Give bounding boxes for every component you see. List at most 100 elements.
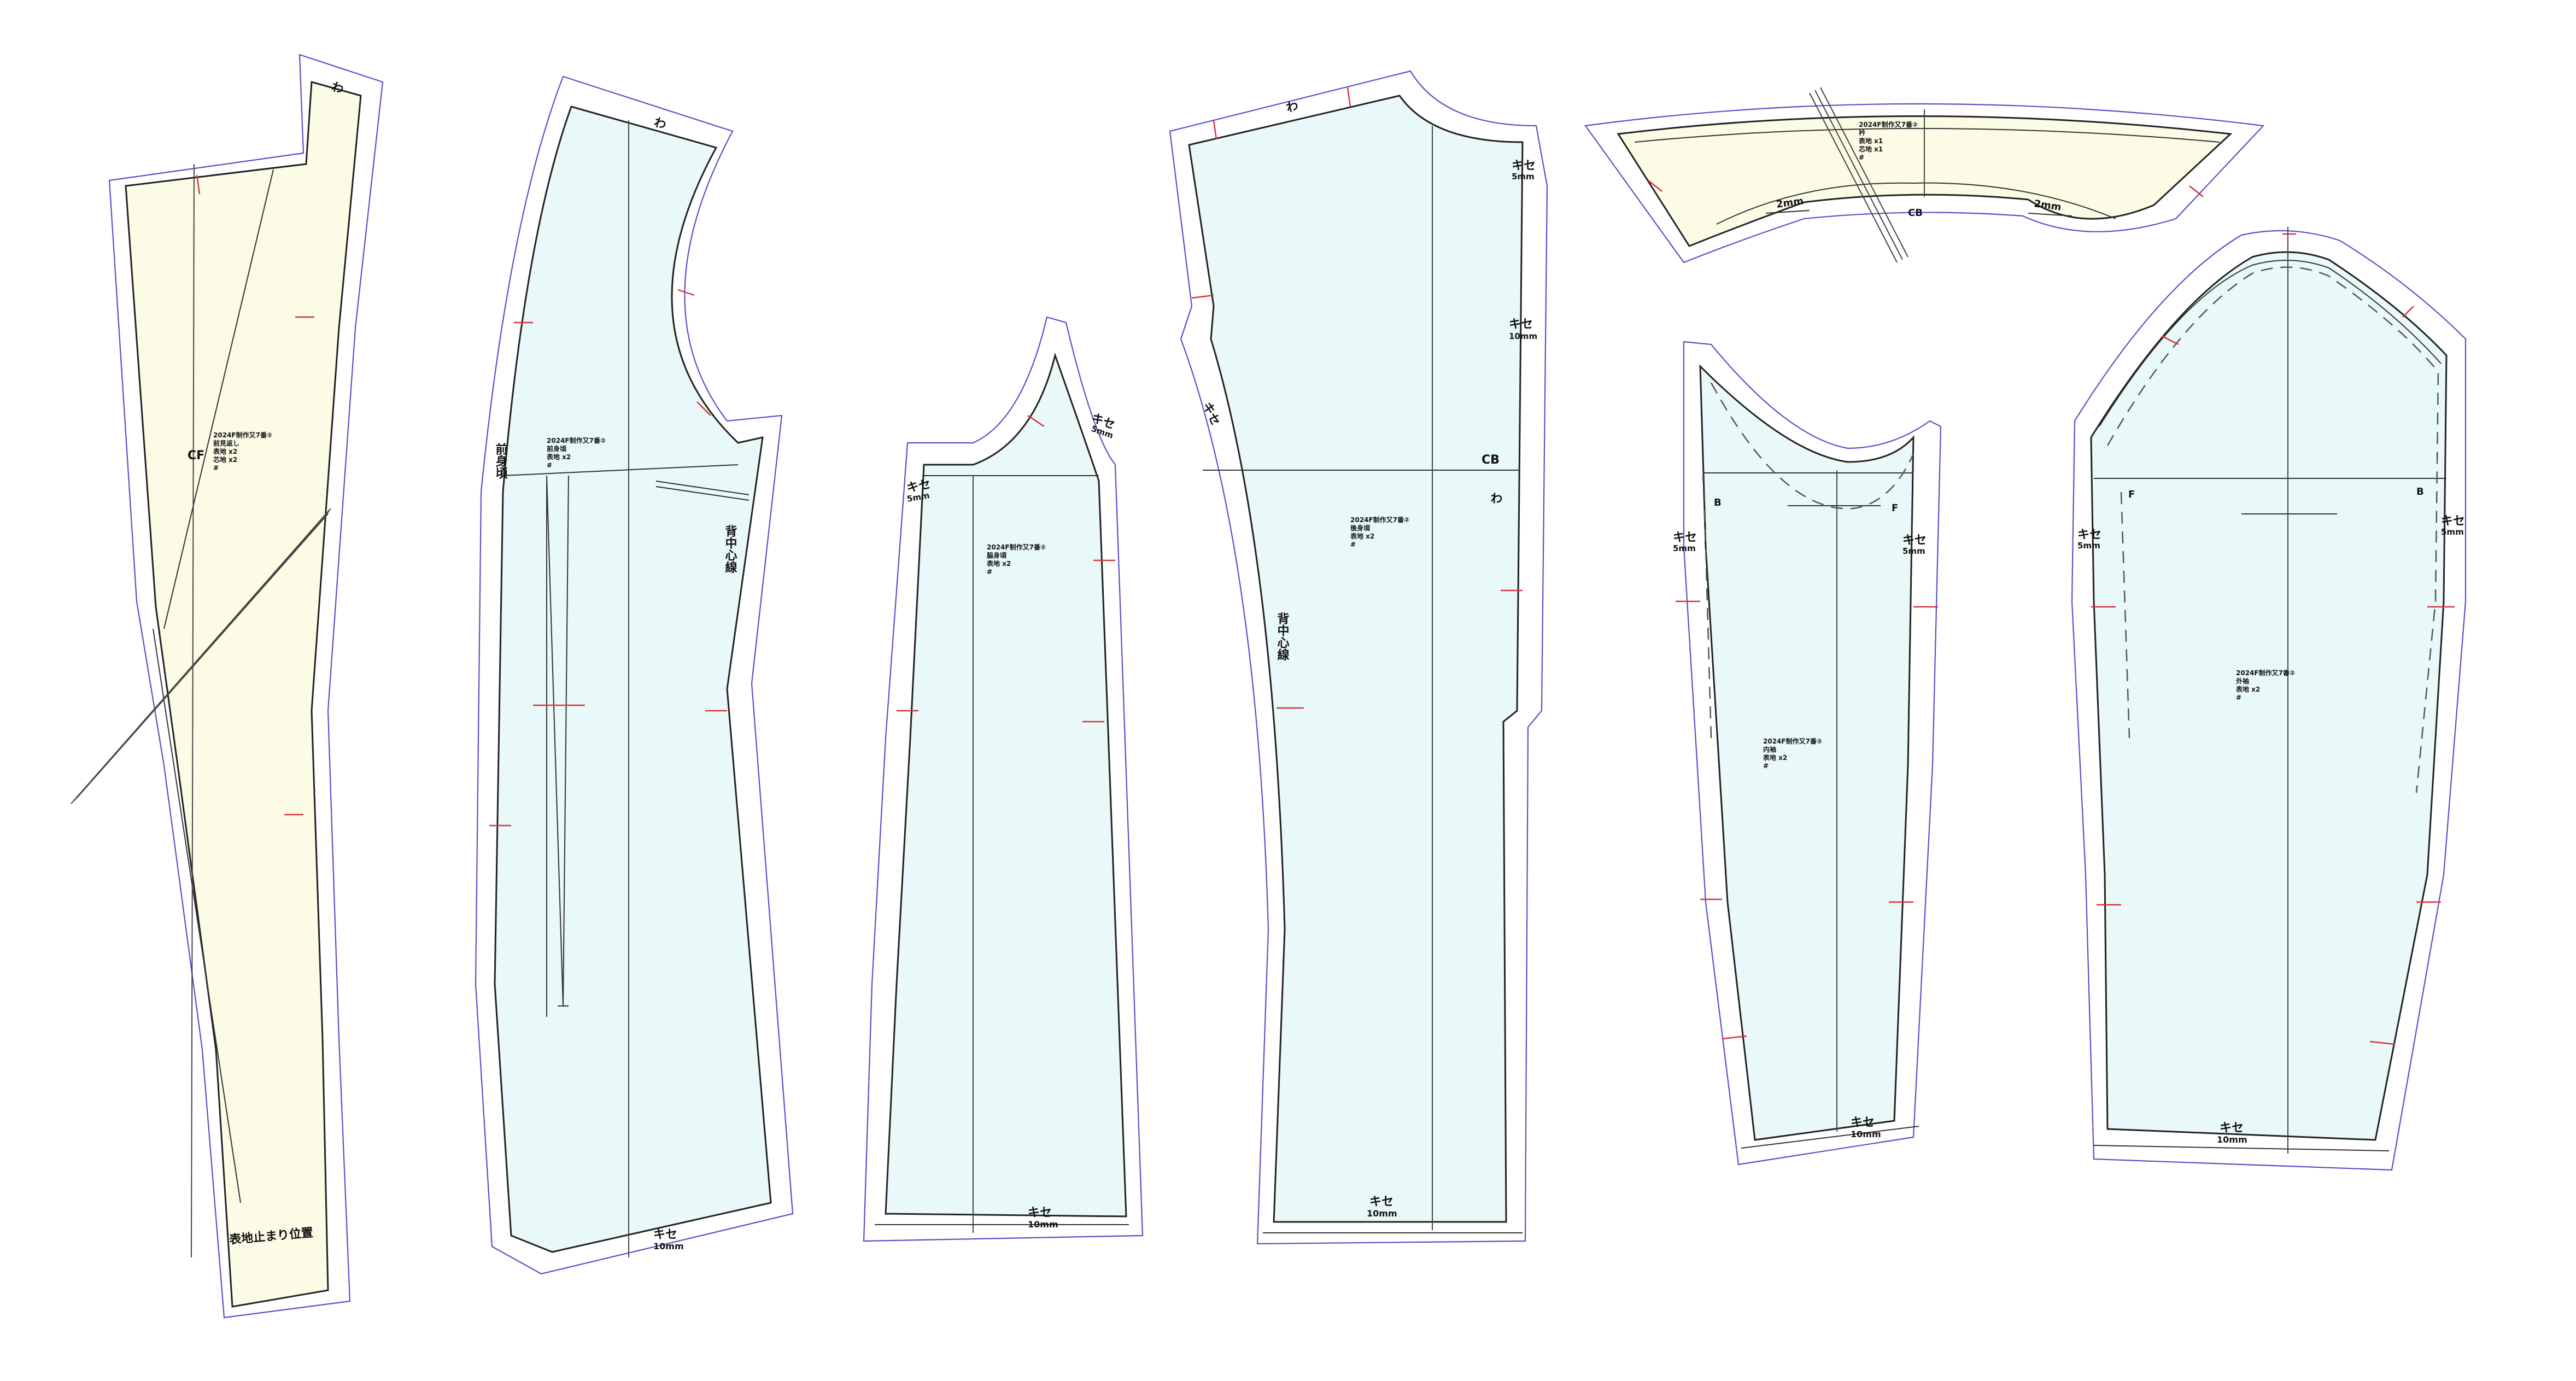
- back-body-body: [1188, 95, 1524, 1223]
- svg-text:前見返し: 前見返し: [213, 439, 239, 447]
- front-body-pocket-line: [655, 486, 750, 501]
- back-body-seam-allowance: [1169, 70, 1548, 1245]
- back-body-notch: [1213, 120, 1217, 140]
- collar-info: 2024F制作又7番② 衿 表地 x1 芯地 x1 #: [1858, 120, 1918, 161]
- back-body-kise-top: キセ: [1512, 159, 1536, 173]
- top-sleeve-notch: [2369, 1040, 2395, 1045]
- back-body-kise-hem: キセ: [1369, 1195, 1394, 1209]
- front-facing-info: 2024F制作又7番② 前見返し 表地 x2 芯地 x2 #: [213, 431, 272, 472]
- top-sleeve-hem-line: [2093, 1145, 2390, 1151]
- top-sleeve-kise-left-5mm: 5mm: [2077, 541, 2100, 551]
- top-sleeve-f-label: F: [2128, 489, 2135, 500]
- front-body-kise: キセ: [653, 1228, 677, 1242]
- svg-text:芯地 x2: 芯地 x2: [213, 455, 237, 464]
- back-body-piece: わ CB わ 背中心線 キセ 5mm キセ 10mm キセ キセ 10mm 20…: [1169, 70, 1548, 1245]
- svg-text:#: #: [547, 461, 552, 469]
- under-sleeve-f-label: F: [1892, 502, 1898, 514]
- back-body-notch: [1191, 294, 1214, 299]
- side-body-info: 2024F制作又7番② 脇身頃 表地 x2 #: [986, 543, 1046, 576]
- svg-text:外袖: 外袖: [2236, 677, 2249, 685]
- svg-text:2024F制作又7番②: 2024F制作又7番②: [2236, 669, 2295, 677]
- svg-text:表地 x2: 表地 x2: [1763, 753, 1787, 762]
- side-body-piece: キセ 5mm キセ 5mm キセ 10mm 2024F制作又7番② 脇身頃 表地…: [863, 316, 1144, 1242]
- under-sleeve-kise-right-5mm: 5mm: [1902, 546, 1925, 556]
- collar-bias-line-3: [1820, 87, 1908, 258]
- top-sleeve-b-label: B: [2416, 486, 2424, 498]
- front-facing-piece: わ CF 表地止まり位置 2024F制作又7番② 前見返し 表地 x2 芯地 x…: [71, 54, 384, 1319]
- top-sleeve-kise-right-5mm: 5mm: [2441, 527, 2464, 537]
- side-body-notch: [1027, 414, 1045, 428]
- svg-text:#: #: [1859, 154, 1864, 161]
- back-body-kise-side-10mm: 10mm: [1509, 331, 1537, 341]
- under-sleeve-b-label: B: [1714, 497, 1722, 508]
- collar-fold-line: [1716, 182, 2116, 225]
- svg-text:2024F制作又7番②: 2024F制作又7番②: [1859, 120, 1918, 128]
- back-body-kise-hem-10mm: 10mm: [1367, 1208, 1397, 1219]
- top-sleeve-kise-hem: キセ: [2220, 1121, 2244, 1135]
- top-sleeve-kise-right: キセ: [2441, 514, 2465, 528]
- under-sleeve-dashed-side: [1702, 475, 1712, 739]
- side-body-kise-hem-10mm: 10mm: [1028, 1219, 1058, 1230]
- front-body-body: [494, 106, 772, 1253]
- top-sleeve-kise-hem-10mm: 10mm: [2217, 1134, 2247, 1145]
- collar-notch: [2189, 185, 2204, 197]
- svg-text:芯地 x1: 芯地 x1: [1859, 145, 1883, 153]
- svg-text:#: #: [1350, 541, 1356, 548]
- back-body-kise-left: キセ: [1200, 400, 1222, 428]
- back-body-cb-label: CB: [1482, 453, 1500, 467]
- back-body-notch: [1346, 87, 1351, 107]
- svg-text:表地 x2: 表地 x2: [1350, 532, 1374, 540]
- svg-text:2024F制作又7番②: 2024F制作又7番②: [1350, 516, 1409, 524]
- front-facing-grainline: [191, 163, 195, 1258]
- top-sleeve-dashed-side: [2120, 491, 2130, 739]
- under-sleeve-dashed-curve: [1710, 382, 1915, 510]
- under-sleeve-kise-left: キセ: [1673, 531, 1697, 545]
- svg-text:2024F制作又7番②: 2024F制作又7番②: [1763, 737, 1822, 745]
- top-sleeve-notch: [2402, 306, 2414, 318]
- front-facing-body: [125, 81, 362, 1308]
- back-body-kise-top-5mm: 5mm: [1512, 172, 1535, 182]
- back-body-side-seam-label: 背中心線: [1275, 612, 1290, 660]
- front-facing-seam-allowance: [108, 54, 384, 1319]
- svg-text:2024F制作又7番②: 2024F制作又7番②: [547, 436, 606, 444]
- top-sleeve-piece: F B キセ 5mm キセ 5mm キセ 10mm 2024F制作又7番② 外袖…: [2071, 227, 2467, 1171]
- back-body-kise-side: キセ: [1509, 318, 1533, 331]
- svg-text:#: #: [2236, 694, 2241, 701]
- collar-notch: [1648, 180, 1662, 192]
- top-sleeve-kise-left: キセ: [2077, 528, 2101, 542]
- collar-seam-allowance: [1584, 103, 2265, 264]
- back-body-info: 2024F制作又7番② 後身頃 表地 x2 #: [1350, 516, 1409, 548]
- svg-text:表地 x2: 表地 x2: [986, 559, 1011, 567]
- collar-arrow-left: [1765, 210, 1810, 214]
- under-sleeve-kise-right: キセ: [1902, 534, 1927, 547]
- svg-text:衿: 衿: [1859, 128, 1865, 137]
- front-body-info: 2024F制作又7番② 前身頃 表地 x2 #: [546, 436, 606, 469]
- collar-cb-label: CB: [1908, 207, 1923, 219]
- front-facing-inner-line: [153, 169, 274, 1203]
- svg-text:表地 x1: 表地 x1: [1858, 137, 1883, 145]
- under-sleeve-body: [1699, 364, 1915, 1141]
- front-body-seam-allowance: [475, 75, 794, 1275]
- svg-text:#: #: [987, 568, 992, 576]
- top-sleeve-body: [2090, 251, 2448, 1141]
- front-body-side-seam-label: 背中心線: [723, 525, 737, 573]
- front-facing-cf-label: CF: [188, 449, 204, 463]
- under-sleeve-kise-hem-10mm: 10mm: [1851, 1129, 1881, 1139]
- top-sleeve-dashed-curve: [2106, 266, 2439, 793]
- under-sleeve-info: 2024F制作又7番② 内袖 表地 x2 #: [1763, 737, 1822, 770]
- svg-text:#: #: [213, 464, 219, 472]
- svg-text:脇身頃: 脇身頃: [987, 551, 1007, 559]
- collar-stand-line: [1634, 128, 2220, 143]
- svg-text:後身頃: 後身頃: [1350, 524, 1371, 532]
- under-sleeve-piece: B F キセ 5mm キセ 5mm キセ 10mm 2024F制作又7番② 内袖…: [1673, 341, 1942, 1166]
- front-body-notch: [696, 401, 711, 416]
- svg-text:#: #: [1763, 762, 1769, 770]
- front-facing-notch: [196, 174, 201, 195]
- top-sleeve-notch: [2162, 335, 2179, 346]
- svg-text:前身頃: 前身頃: [547, 444, 567, 453]
- svg-text:表地 x2: 表地 x2: [546, 453, 571, 461]
- under-sleeve-kise-hem: キセ: [1851, 1116, 1875, 1130]
- front-body-piece: わ 前身頃 背中心線 キセ 10mm 2024F制作又7番② 前身頃 表地 x2…: [475, 75, 794, 1275]
